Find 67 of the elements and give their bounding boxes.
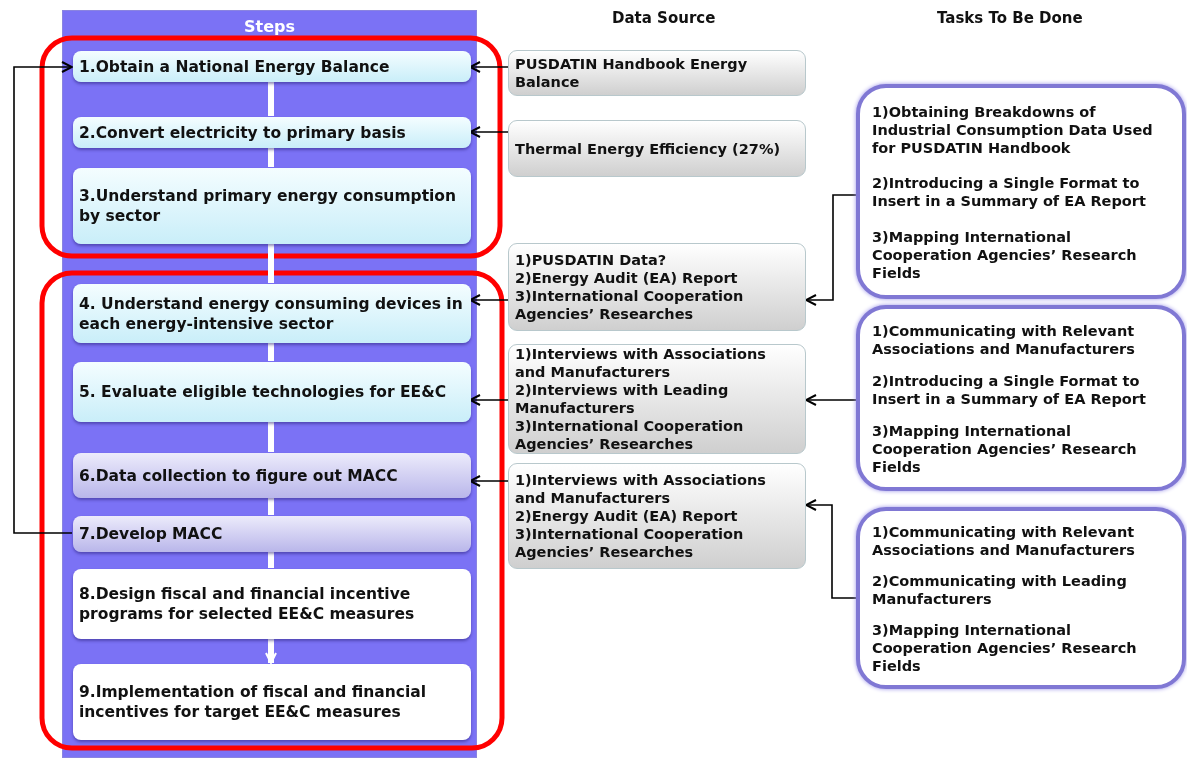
node-text: 1.Obtain a National Energy Balance (79, 56, 391, 77)
arrow (469, 126, 509, 138)
node-text: 4. Understand energy consuming devices in each energy-intensive sector (79, 293, 464, 334)
node-text: 6.Data collection to figure out MACC (79, 465, 399, 486)
node-text: 1)Communicating with Relevant Associations and Manufacturers (872, 523, 1136, 560)
panel-title: Steps (243, 17, 296, 36)
node-text: 5. Evaluate eligible technologies for EE&C (79, 382, 448, 402)
step-box (73, 453, 471, 498)
step-box (73, 569, 471, 639)
arrow (469, 61, 509, 73)
arrow (469, 475, 509, 487)
data-source-box (508, 243, 806, 331)
step-box (73, 168, 471, 244)
connector-line (268, 342, 274, 361)
step-box (73, 516, 471, 552)
step-box (73, 362, 471, 422)
connector-line (268, 147, 274, 167)
node-text: 8.Design fiscal and financial incentive programs for selected EE&C measures (79, 584, 416, 624)
node-text: 2)Energy Audit (EA) Report (515, 269, 739, 287)
node-text: 3.Understand primary energy consumption by sector (79, 186, 458, 226)
arrow (469, 394, 509, 406)
node-text: 2)Energy Audit (EA) Report (515, 507, 739, 525)
node-text: 3)Mapping International Cooperation Agencies’ Research Fields (872, 228, 1138, 283)
node-text: Thermal Energy Efficiency (27%) (515, 139, 782, 158)
node-text: 3)International Cooperation Agencies’ Researches (515, 417, 745, 453)
step-box (73, 664, 471, 740)
node-text: 1)Interviews with Associations and Manufacturers (515, 345, 767, 381)
node-text: 3)Mapping International Cooperation Agencies’ Research Fields (872, 620, 1138, 675)
data-source-box (508, 344, 806, 454)
arrow (265, 638, 277, 664)
node-text: 3)International Cooperation Agencies’ Researches (515, 287, 745, 323)
node-text: PUSDATIN Handbook Energy Balance (515, 55, 749, 91)
node-text: 9.Implementation of fiscal and financial incentives for target EE&C measures (79, 682, 428, 722)
node-text: 1)Obtaining Breakdowns of Industrial Consumption Data Used for PUSDATIN Handbook (872, 102, 1154, 157)
node-text: 7.Develop MACC (79, 524, 224, 544)
connector-line (268, 421, 274, 452)
data-source-box (508, 50, 806, 96)
column-header: Tasks To Be Done (937, 9, 1083, 27)
arrow (805, 394, 857, 406)
node-text: 3)Mapping International Cooperation Agencies’ Research Fields (872, 422, 1138, 476)
data-source-box (508, 463, 806, 569)
node-text: 3)International Cooperation Agencies’ Researches (515, 525, 745, 561)
task-box (856, 305, 1186, 491)
node-text: 1)PUSDATIN Data? (515, 251, 668, 269)
node-text: 2)Interviews with Leading Manufacturers (515, 381, 730, 417)
arrow (805, 499, 857, 599)
step-box (73, 117, 471, 148)
arrow (805, 194, 857, 306)
steps-panel (62, 10, 477, 758)
arrow (469, 294, 509, 306)
data-source-box (508, 120, 806, 177)
column-header: Data Source (612, 9, 716, 27)
step-box (73, 284, 471, 343)
step-box (73, 51, 471, 82)
connector-line (268, 81, 274, 116)
connector-line (268, 243, 274, 283)
connector-line (268, 551, 274, 568)
node-text: 1)Interviews with Associations and Manufacturers (515, 471, 767, 507)
node-text: 2)Introducing a Single Format to Insert in a Summary of EA Report (872, 174, 1147, 211)
node-text: 2)Communicating with Leading Manufacturers (872, 572, 1128, 608)
node-text: 1)Communicating with Relevant Associations and Manufacturers (872, 322, 1136, 358)
node-text: 2)Introducing a Single Format to Insert in a Summary of EA Report (872, 372, 1147, 408)
node-text: 2.Convert electricity to primary basis (79, 122, 407, 143)
connector-line (268, 497, 274, 515)
task-box (856, 84, 1186, 299)
task-box (856, 507, 1186, 689)
arrow (13, 61, 73, 534)
